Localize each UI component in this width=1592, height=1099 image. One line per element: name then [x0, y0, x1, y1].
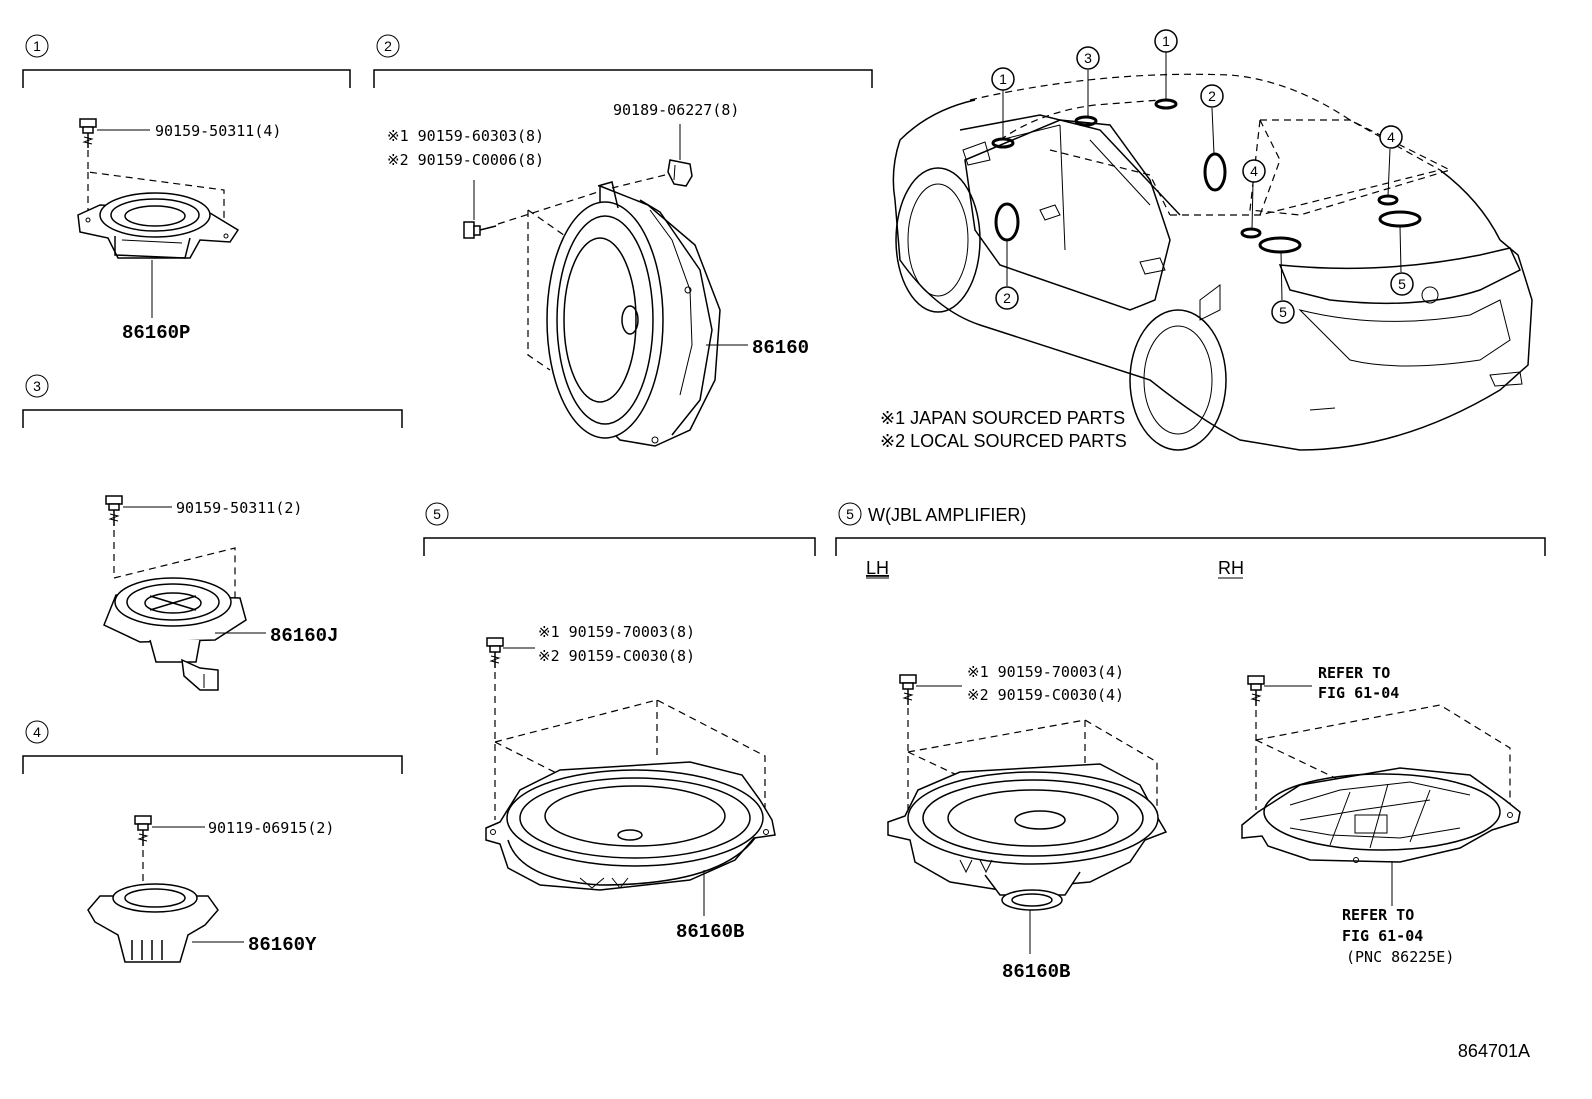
- section-4-index: 4: [33, 724, 41, 740]
- lh-part-label: 86160B: [1002, 961, 1070, 983]
- section-5-index: 5: [433, 506, 441, 522]
- section-4-part-label: 86160Y: [248, 934, 317, 956]
- section-3-index: 3: [33, 378, 41, 394]
- tweeter-speaker-icon: [103, 577, 247, 691]
- bolt-icon: [463, 221, 497, 239]
- bolt-icon: [486, 637, 504, 668]
- car-callout-8: 2: [1003, 290, 1011, 306]
- section-2-bolt1-label: ※1 90159-60303(8): [387, 127, 544, 145]
- section-5-bolt1-label: ※1 90159-70003(8): [538, 623, 695, 641]
- section-5-jbl-title: W(JBL AMPLIFIER): [868, 505, 1026, 525]
- car-callout-6: 4: [1387, 129, 1395, 145]
- section-5-jbl-index: 5: [846, 506, 854, 522]
- section-2-clip-label: 90189-06227(8): [613, 101, 739, 119]
- clip-icon: [667, 159, 693, 187]
- lh-label: LH: [866, 558, 889, 578]
- section-3-part-label: 86160J: [270, 625, 338, 647]
- rh-ref-top-line2: FIG 61-04: [1318, 684, 1399, 702]
- car-callouts: 1 3 1 2 4 4 2 5 5: [991, 29, 1414, 324]
- section-5-jbl-bracket: [835, 537, 1546, 556]
- rh-ref-bottom-line1: REFER TO: [1342, 906, 1414, 924]
- bolt-icon: [899, 674, 917, 705]
- subwoofer-cover-icon: [1241, 767, 1521, 863]
- section-2-bolt2-label: ※2 90159-C0006(8): [387, 151, 544, 169]
- section-1-bolt-label: 90159-50311(4): [155, 122, 281, 140]
- section-1-bracket: [22, 69, 351, 88]
- section-4-bolt-label: 90119-06915(2): [208, 819, 334, 837]
- section-2-bracket: [373, 69, 873, 88]
- rh-label: RH: [1218, 558, 1244, 578]
- car-callout-2: 3: [1084, 50, 1092, 66]
- lh-bolt2-label: ※2 90159-C0030(4): [967, 686, 1124, 704]
- section-3-bolt-label: 90159-50311(2): [176, 499, 302, 517]
- rh-ref-bottom-line3: (PNC 86225E): [1346, 948, 1454, 966]
- section-1-index: 1: [33, 38, 41, 54]
- rh-ref-top-line1: REFER TO: [1318, 664, 1390, 682]
- section-5-bolt2-label: ※2 90159-C0030(8): [538, 647, 695, 665]
- section-2-index: 2: [384, 38, 392, 54]
- oval-speaker-icon: [485, 761, 776, 891]
- section-5-part-label: 86160B: [676, 921, 744, 943]
- car-callout-3: 1: [1162, 33, 1170, 49]
- bolt-icon: [105, 495, 123, 526]
- car-callout-9: 5: [1279, 304, 1287, 320]
- section-4-bracket: [22, 755, 403, 774]
- car-callout-1: 1: [999, 71, 1007, 87]
- car-callout-5: 4: [1250, 163, 1258, 179]
- car-overview: 1 3 1 2 4 4 2 5 5: [880, 29, 1533, 451]
- section-3: 3 90159-50311(2) 86160J: [22, 374, 403, 691]
- section-5-jbl: 5 W(JBL AMPLIFIER) LH RH ※1 90159-70003(…: [835, 502, 1546, 983]
- oval-speaker-icon: [887, 763, 1168, 911]
- car-body-icon: [892, 73, 1533, 451]
- section-2-part-label: 86160: [752, 337, 809, 359]
- figure-id: 864701A: [1458, 1041, 1530, 1061]
- section-1: 1 90159-50311(4) 86160P: [22, 34, 351, 344]
- section-5-bracket: [423, 537, 816, 556]
- note-japan-sourced: ※1 JAPAN SOURCED PARTS: [880, 408, 1125, 428]
- tweeter-speaker-icon: [77, 192, 240, 259]
- car-callout-4: 2: [1208, 88, 1216, 104]
- tweeter-speaker-icon: [87, 883, 219, 963]
- door-speaker-icon: [546, 181, 721, 447]
- car-callout-10: 5: [1398, 276, 1406, 292]
- bolt-icon: [1247, 675, 1265, 706]
- section-3-bracket: [22, 409, 403, 428]
- section-1-part-label: 86160P: [122, 322, 190, 344]
- note-local-sourced: ※2 LOCAL SOURCED PARTS: [880, 431, 1127, 451]
- section-2: 2 90189-06227(8) ※1 90159-60303(8) ※2 90…: [373, 34, 873, 447]
- bolt-icon: [79, 118, 97, 148]
- section-5: 5 ※1 90159-70003(8) ※2 90159-C0030(8) 86…: [423, 502, 816, 943]
- bolt-icon: [134, 815, 152, 846]
- rh-ref-bottom-line2: FIG 61-04: [1342, 927, 1423, 945]
- section-4: 4 90119-06915(2) 86160Y: [22, 720, 403, 963]
- lh-bolt1-label: ※1 90159-70003(4): [967, 663, 1124, 681]
